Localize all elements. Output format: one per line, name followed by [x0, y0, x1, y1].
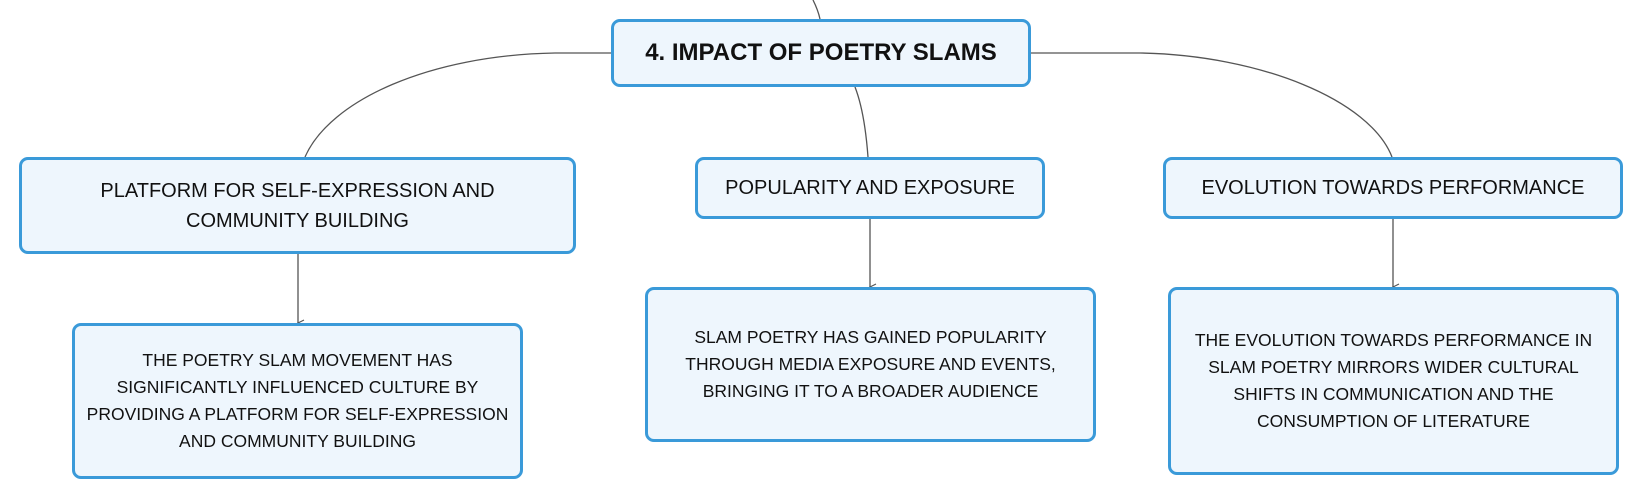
- detail-topic-text: THE EVOLUTION TOWARDS PERFORMANCE IN SLA…: [1194, 330, 1593, 431]
- branch-topic-label: EVOLUTION TOWARDS PERFORMANCE: [1201, 177, 1585, 199]
- root-topic-label: 4. IMPACT OF POETRY SLAMS: [645, 39, 997, 66]
- branch-topic-label: POPULARITY AND EXPOSURE: [725, 177, 1015, 199]
- incoming-connector: [812, 0, 821, 20]
- root-topic[interactable]: 4. IMPACT OF POETRY SLAMS: [611, 19, 1031, 87]
- detail-topic-text: THE POETRY SLAM MOVEMENT HAS SIGNIFICANT…: [86, 350, 509, 451]
- branch-topic-self-expression[interactable]: PLATFORM FOR SELF-EXPRESSION AND COMMUNI…: [19, 157, 576, 254]
- connector-root-to-branch-2: [854, 86, 869, 158]
- connector-root-to-branch-1: [304, 52, 611, 158]
- connector-root-to-branch-3: [1031, 52, 1393, 158]
- detail-topic-performance[interactable]: THE EVOLUTION TOWARDS PERFORMANCE IN SLA…: [1168, 287, 1619, 475]
- detail-topic-text: SLAM POETRY HAS GAINED POPULARITY THROUG…: [685, 327, 1056, 401]
- branch-topic-performance[interactable]: EVOLUTION TOWARDS PERFORMANCE: [1163, 157, 1623, 219]
- detail-topic-popularity[interactable]: SLAM POETRY HAS GAINED POPULARITY THROUG…: [645, 287, 1096, 442]
- detail-topic-self-expression[interactable]: THE POETRY SLAM MOVEMENT HAS SIGNIFICANT…: [72, 323, 523, 479]
- branch-topic-popularity[interactable]: POPULARITY AND EXPOSURE: [695, 157, 1045, 219]
- branch-topic-label: PLATFORM FOR SELF-EXPRESSION AND COMMUNI…: [100, 179, 495, 232]
